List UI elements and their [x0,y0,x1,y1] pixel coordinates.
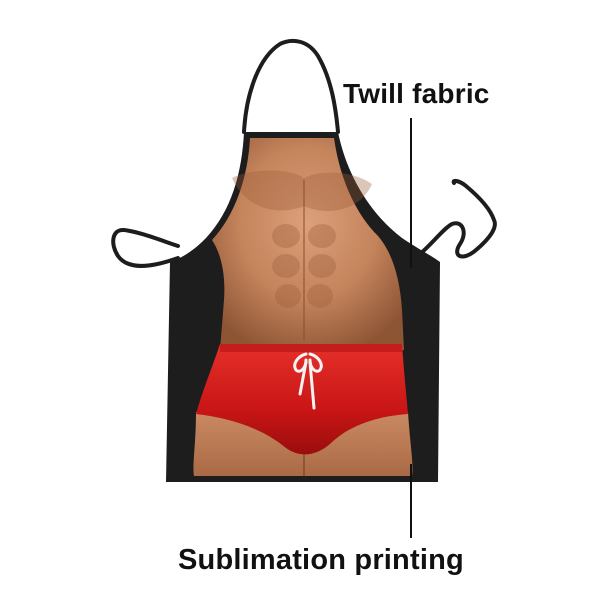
printing-callout-label: Sublimation printing [178,544,464,576]
fabric-callout-label: Twill fabric [343,78,490,109]
drawstring [293,352,323,410]
red-trunks [196,344,408,455]
neck-strap [242,38,340,134]
printing-leader-line [410,464,412,538]
abdominal-muscles [272,224,336,308]
right-waist-tie [418,178,497,259]
printed-torso [212,138,404,350]
left-waist-tie [111,228,180,268]
fabric-leader-line [410,118,412,268]
chest-shading [232,170,372,211]
